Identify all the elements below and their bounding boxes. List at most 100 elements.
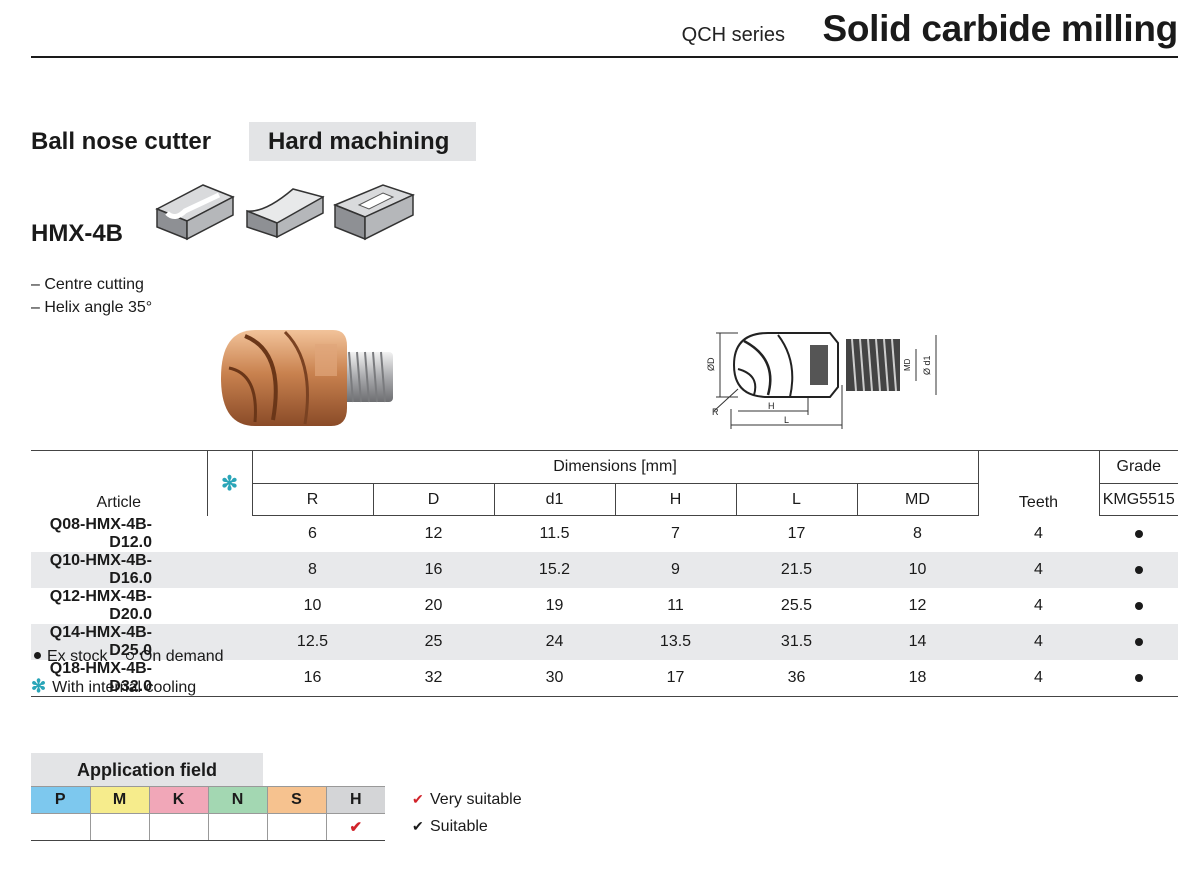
d1-cell: 24 bbox=[494, 623, 615, 660]
h-cell: 13.5 bbox=[615, 623, 736, 660]
product-type: Ball nose cutter bbox=[31, 128, 212, 155]
h-cell: 11 bbox=[667, 596, 684, 614]
dim-col-D: D bbox=[372, 483, 494, 516]
application-tag: Hard machining bbox=[249, 122, 476, 161]
teeth-cell: 4 bbox=[1034, 596, 1043, 614]
material-h: H bbox=[325, 786, 385, 814]
label-d1: Ø d1 bbox=[922, 355, 932, 375]
h-cell: 17 bbox=[615, 659, 736, 697]
r-cell: 10 bbox=[303, 596, 322, 614]
l-cell: 21.5 bbox=[736, 551, 857, 588]
grade-cell bbox=[1099, 588, 1178, 624]
d1-cell: 30 bbox=[494, 659, 615, 697]
md-cell: 14 bbox=[857, 623, 978, 660]
r-cell: 12.5 bbox=[252, 623, 373, 660]
label-MD: MD bbox=[903, 358, 912, 371]
teeth-cell: 4 bbox=[978, 659, 1099, 697]
d-cell: 16 bbox=[373, 551, 494, 588]
material-p: P bbox=[31, 786, 90, 814]
article-cell: Q12-HMX-4B-D20.0 bbox=[49, 587, 152, 623]
l-cell: 31.5 bbox=[736, 623, 857, 660]
ex-stock-dot-icon bbox=[1134, 673, 1143, 682]
d-cell: 20 bbox=[424, 596, 443, 614]
grade-cell bbox=[1099, 551, 1178, 588]
rating-m bbox=[89, 813, 149, 841]
material-k: K bbox=[148, 786, 208, 814]
feature-list: – Centre cutting – Helix angle 35° bbox=[31, 273, 152, 319]
ex-stock-label: Ex stock bbox=[47, 648, 108, 665]
cooling-cell bbox=[207, 588, 252, 624]
suitable-label: Suitable bbox=[430, 818, 488, 835]
dim-col-H: H bbox=[614, 483, 736, 516]
page-title: Solid carbide milling bbox=[822, 8, 1178, 49]
material-s: S bbox=[266, 786, 326, 814]
cooling-header: ✻ bbox=[206, 450, 252, 516]
ex-stock-dot-icon bbox=[1134, 637, 1143, 646]
cutter-photo bbox=[221, 330, 393, 426]
cooling-legend: ✻ With internal cooling bbox=[31, 676, 196, 697]
cooling-cell bbox=[207, 551, 252, 588]
r-cell: 8 bbox=[252, 551, 373, 588]
application-field-title: Application field bbox=[31, 753, 263, 786]
r-cell: 16 bbox=[252, 659, 373, 697]
md-cell: 10 bbox=[857, 551, 978, 588]
grade-header: Grade bbox=[1098, 450, 1178, 484]
grade-cell bbox=[1099, 516, 1178, 552]
d1-cell: 11.5 bbox=[539, 524, 570, 542]
rating-h: ✔ bbox=[325, 813, 385, 841]
label-L: L bbox=[784, 415, 789, 425]
feature-item: – Centre cutting bbox=[31, 276, 144, 293]
workpiece-pocket-icon bbox=[333, 184, 415, 241]
dimension-drawing: ØD MD Ø d1 R H L bbox=[706, 332, 937, 429]
internal-cooling-label: With internal cooling bbox=[52, 679, 197, 696]
workpiece-radius-icon bbox=[246, 188, 325, 239]
rating-k bbox=[148, 813, 208, 841]
h-cell: 7 bbox=[671, 524, 680, 542]
teeth-cell: 4 bbox=[978, 623, 1099, 660]
cooling-legend-icon: ✻ bbox=[31, 676, 47, 696]
d1-cell: 19 bbox=[545, 596, 564, 614]
label-H: H bbox=[768, 401, 775, 411]
table-row: Q12-HMX-4B-D20.0 10 20 19 11 25.5 12 4 bbox=[31, 588, 1178, 624]
on-demand-label: On demand bbox=[139, 648, 224, 665]
dim-col-L: L bbox=[735, 483, 857, 516]
article-cell: Q18-HMX-4B-D32.0 bbox=[31, 659, 207, 697]
md-cell: 8 bbox=[913, 524, 922, 542]
dim-col-MD: MD bbox=[856, 483, 978, 516]
ex-stock-dot-icon bbox=[1134, 529, 1143, 538]
label-D: ØD bbox=[706, 357, 716, 371]
specification-table: Article ✻ Dimensions [mm] Teeth Grade R … bbox=[31, 450, 1178, 697]
cooling-icon: ✻ bbox=[221, 472, 238, 495]
label-R: R bbox=[712, 407, 719, 417]
md-cell: 12 bbox=[908, 596, 927, 614]
article-header: Article bbox=[31, 450, 207, 516]
open-dot-icon bbox=[125, 652, 134, 660]
article-cell: Q14-HMX-4B-D25.0 bbox=[31, 623, 207, 660]
model-name: HMX-4B bbox=[31, 220, 124, 247]
d-cell: 32 bbox=[373, 659, 494, 697]
l-cell: 25.5 bbox=[780, 596, 813, 614]
teeth-cell: 4 bbox=[978, 551, 1099, 588]
grade-cell bbox=[1099, 623, 1178, 660]
dim-col-R: R bbox=[251, 483, 373, 516]
very-suitable-check-icon: ✔ bbox=[349, 818, 363, 836]
article-cell: Q10-HMX-4B-D16.0 bbox=[31, 551, 207, 588]
series-name: QCH series bbox=[681, 24, 785, 46]
d1-cell: 15.2 bbox=[494, 551, 615, 588]
grade-name: KMG5515 bbox=[1098, 483, 1178, 516]
page-header: QCH series Solid carbide milling bbox=[31, 0, 1178, 58]
stock-legend: Ex stock On demand bbox=[31, 648, 224, 666]
check-red-icon: ✔ bbox=[412, 791, 424, 807]
material-n: N bbox=[207, 786, 267, 814]
cooling-cell bbox=[207, 659, 252, 697]
md-cell: 18 bbox=[857, 659, 978, 697]
ex-stock-dot-icon bbox=[1134, 565, 1143, 574]
very-suitable-legend: ✔Very suitable bbox=[412, 791, 522, 809]
filled-dot-icon bbox=[34, 652, 41, 659]
feature-item: – Helix angle 35° bbox=[31, 299, 153, 316]
cooling-cell bbox=[207, 516, 252, 552]
ex-stock-dot-icon bbox=[1134, 601, 1143, 610]
